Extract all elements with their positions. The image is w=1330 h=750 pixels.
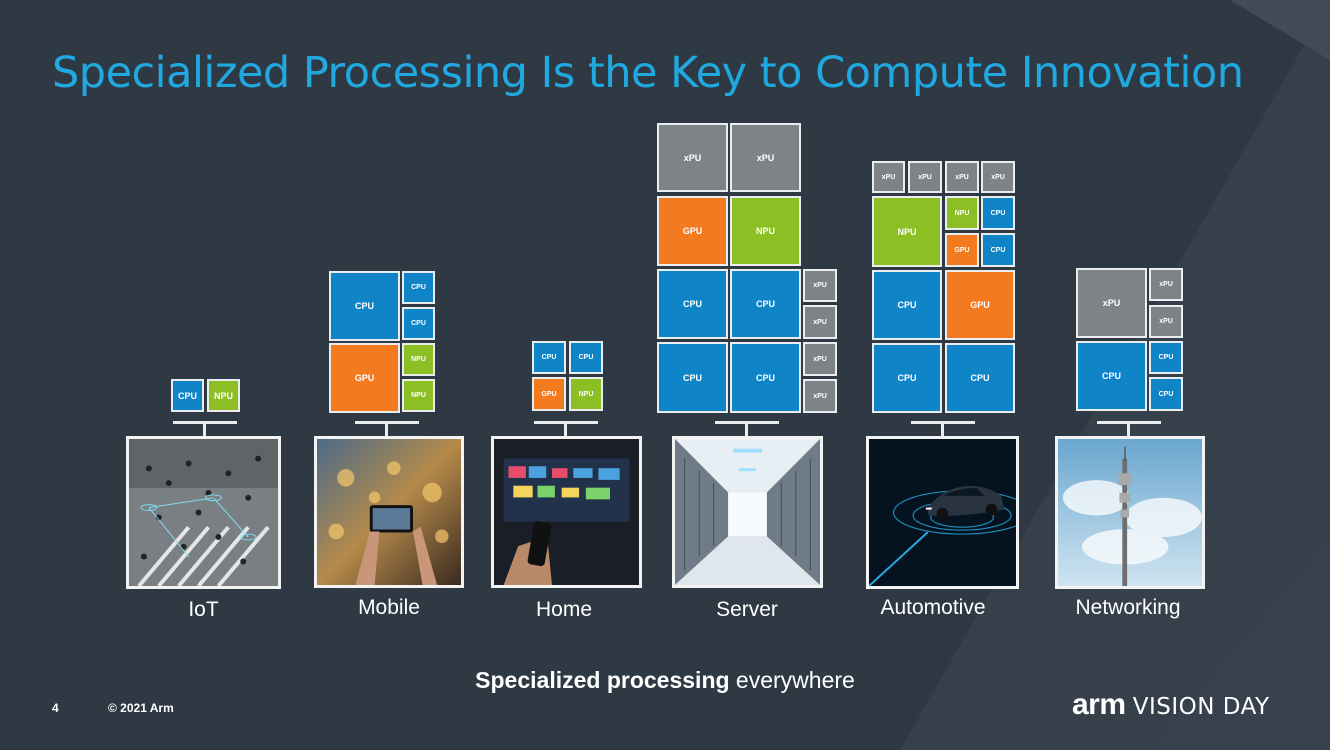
page-number: 4: [52, 701, 59, 715]
cpu-chip: CPU: [171, 379, 204, 412]
gpu-chip: GPU: [945, 270, 1015, 340]
cpu-chip: CPU: [329, 271, 400, 341]
npu-chip: NPU: [569, 377, 603, 411]
xpu-chip: xPU: [945, 161, 979, 193]
segment-label-networking: Networking: [1075, 596, 1181, 619]
arm-vision-day-logo: arm VISION DAY: [1072, 688, 1270, 722]
cpu-chip: CPU: [730, 269, 801, 339]
cpu-chip: CPU: [657, 269, 728, 339]
cpu-chip: CPU: [872, 270, 942, 340]
cpu-chip: CPU: [657, 342, 728, 413]
server-datacenter-photo: [672, 436, 823, 588]
segment-label-server: Server: [716, 598, 778, 621]
cpu-chip: CPU: [1149, 377, 1183, 411]
xpu-chip: xPU: [803, 342, 837, 376]
cpu-chip: CPU: [402, 307, 435, 340]
automotive-bus-stem: [941, 421, 944, 438]
arm-logo: arm: [1072, 688, 1126, 721]
mobile-bus-stem: [385, 421, 388, 438]
xpu-chip: xPU: [908, 161, 942, 193]
npu-chip: NPU: [872, 196, 942, 267]
npu-chip: NPU: [207, 379, 240, 412]
cpu-chip: CPU: [569, 341, 603, 374]
cpu-chip: CPU: [1149, 341, 1183, 374]
segment-label-iot: IoT: [188, 598, 219, 621]
xpu-chip: xPU: [730, 123, 801, 192]
npu-chip: NPU: [402, 379, 435, 412]
tagline-rest: everywhere: [729, 667, 855, 693]
slide-title: Specialized Processing Is the Key to Com…: [52, 48, 1244, 98]
gpu-chip: GPU: [329, 343, 400, 413]
xpu-chip: xPU: [981, 161, 1015, 193]
cpu-chip: CPU: [730, 342, 801, 413]
cpu-chip: CPU: [981, 233, 1015, 267]
segment-label-automotive: Automotive: [880, 596, 986, 619]
cpu-chip: CPU: [532, 341, 566, 374]
tagline-bold: Specialized processing: [475, 667, 730, 693]
home-tv-remote-photo: [491, 436, 642, 588]
xpu-chip: xPU: [1149, 305, 1183, 338]
copyright: © 2021 Arm: [108, 701, 174, 715]
server-bus-stem: [745, 421, 748, 438]
xpu-chip: xPU: [803, 379, 837, 413]
home-bus-stem: [564, 421, 567, 438]
gpu-chip: GPU: [532, 377, 566, 411]
cpu-chip: CPU: [1076, 341, 1147, 411]
cpu-chip: CPU: [981, 196, 1015, 230]
cpu-chip: CPU: [872, 343, 942, 413]
npu-chip: NPU: [945, 196, 979, 230]
gpu-chip: GPU: [657, 196, 728, 266]
tagline: Specialized processing everywhere: [0, 667, 1330, 694]
cpu-chip: CPU: [402, 271, 435, 304]
gpu-chip: GPU: [945, 233, 979, 267]
xpu-chip: xPU: [803, 305, 837, 339]
xpu-chip: xPU: [872, 161, 905, 193]
npu-chip: NPU: [402, 343, 435, 376]
xpu-chip: xPU: [803, 269, 837, 302]
iot-bus-stem: [203, 421, 206, 438]
npu-chip: NPU: [730, 196, 801, 266]
segment-label-mobile: Mobile: [358, 596, 420, 619]
xpu-chip: xPU: [657, 123, 728, 192]
automotive-car-photo: [866, 436, 1019, 589]
networking-bus-stem: [1127, 421, 1130, 438]
networking-cell-tower-photo: [1055, 436, 1205, 589]
xpu-chip: xPU: [1149, 268, 1183, 301]
vision-day-text: VISION DAY: [1132, 694, 1270, 720]
segment-label-home: Home: [535, 598, 593, 621]
mobile-smartphone-photo: [314, 436, 464, 588]
iot-crowd-photo: [126, 436, 281, 589]
cpu-chip: CPU: [945, 343, 1015, 413]
xpu-chip: xPU: [1076, 268, 1147, 338]
